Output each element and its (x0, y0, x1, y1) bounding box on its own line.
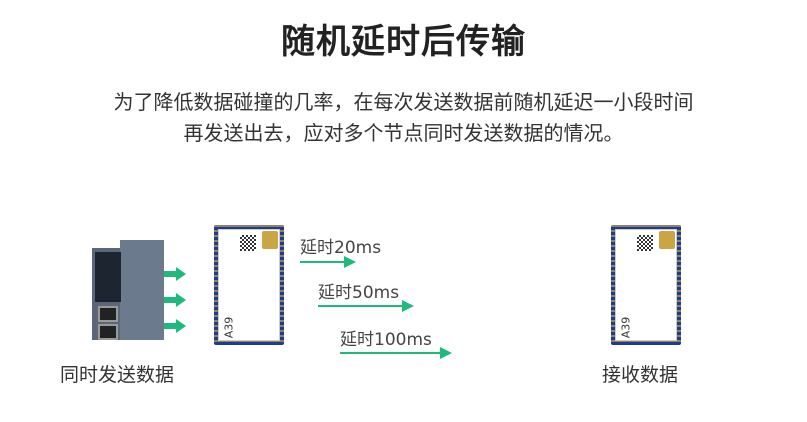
receiver-caption: 接收数据 (602, 364, 679, 386)
receiver-module: A39 (611, 225, 681, 345)
gateway-device-icon (92, 240, 164, 340)
title: 随机延时后传输 (281, 22, 526, 62)
delay-label-2: 延时50ms (318, 283, 400, 303)
module-label: A39 (619, 316, 633, 339)
send-arrow-icon (164, 318, 186, 333)
description-line-1: 为了降低数据碰撞的几率，在每次发送数据前随机延迟一小段时间 (113, 90, 694, 114)
send-arrow-icon (164, 266, 186, 281)
delay-arrow-3 (340, 347, 452, 359)
delay-arrow-2 (318, 300, 414, 312)
module-label: A39 (222, 316, 236, 339)
delay-label-3: 延时100ms (340, 330, 432, 350)
delay-arrow-1 (300, 256, 356, 268)
send-arrow-icon (164, 292, 186, 307)
delay-label-1: 延时20ms (300, 238, 382, 258)
sender-caption: 同时发送数据 (60, 364, 175, 386)
description-line-2: 再发送出去，应对多个节点同时发送数据的情况。 (183, 121, 624, 145)
sender-module: A39 (214, 225, 284, 345)
